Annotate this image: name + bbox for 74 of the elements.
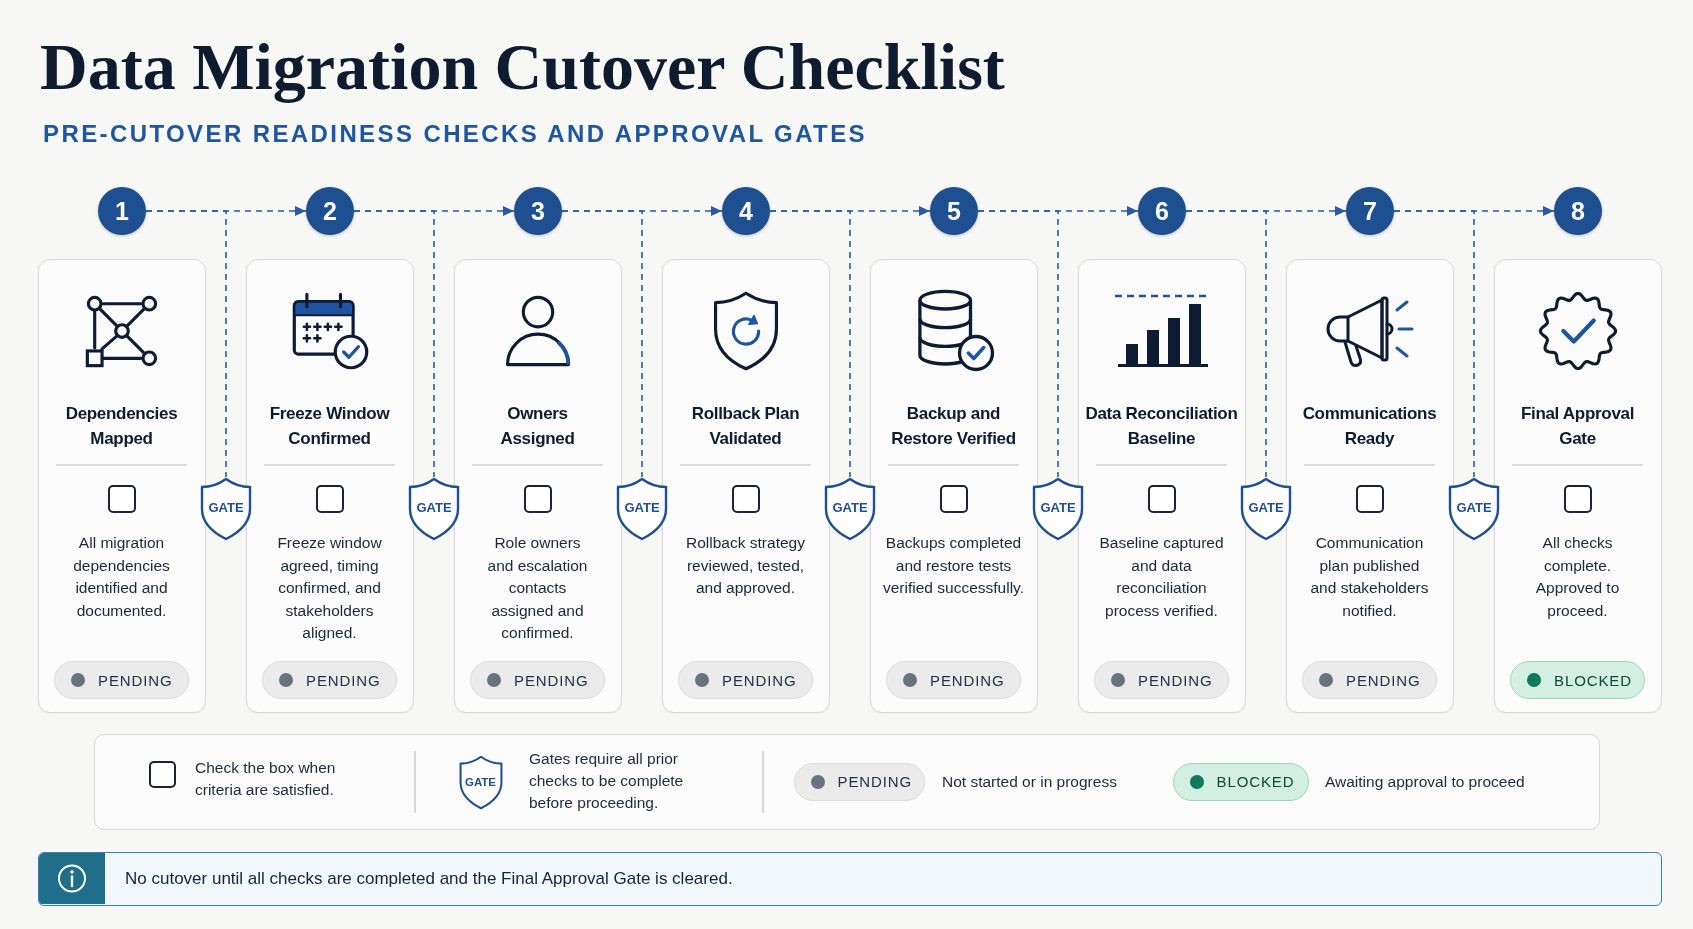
step-title: Owners Assigned — [499, 403, 576, 450]
dashed-line — [145, 210, 227, 478]
gate-shield: GATE — [1447, 477, 1501, 541]
step-card — [1286, 259, 1454, 713]
gate-shield: GATE — [457, 754, 504, 810]
gate-shield: GATE — [615, 477, 669, 541]
status-pill — [54, 661, 189, 699]
step-title: Dependencies Mapped — [64, 403, 179, 450]
step-number: 4 — [722, 187, 770, 235]
step-title: Backup and Restore Verified — [890, 403, 1017, 450]
status-label: PENDING — [306, 671, 381, 689]
step-number: 8 — [1554, 187, 1602, 235]
step-card — [38, 259, 206, 713]
status-pill — [1094, 661, 1229, 699]
status-pill — [470, 661, 605, 699]
step-number: 3 — [514, 187, 562, 235]
step-title: Final Approval Gate — [1519, 403, 1636, 450]
status-label: PENDING — [930, 671, 1005, 689]
step-description: Backups completed and restore tests verified successfully. — [882, 533, 1025, 598]
status-label: BLOCKED — [1554, 671, 1632, 689]
step-number: 1 — [98, 187, 146, 235]
dashed-line — [353, 210, 435, 478]
status-label: PENDING — [837, 773, 913, 790]
gate-shield: GATE — [1239, 477, 1293, 541]
dashed-line — [561, 210, 643, 478]
step-card — [1078, 259, 1246, 713]
step-description: Freeze window agreed, timing confirmed, and stakeholders aligned. — [276, 533, 383, 643]
step-card — [1494, 259, 1662, 713]
step-title: Freeze Window Confirmed — [268, 403, 391, 450]
legend-text: Gates require all prior checks to be complete before proceeding. — [529, 749, 685, 813]
dashed-line — [769, 210, 851, 478]
subtitle: PRE-CUTOVER READINESS CHECKS AND APPROVAL GATES — [43, 120, 867, 148]
status-label: PENDING — [98, 671, 173, 689]
step-title: Rollback Plan Validated — [690, 403, 801, 450]
step-number: 6 — [1138, 187, 1186, 235]
dashed-line — [1393, 210, 1475, 478]
status-pill — [1302, 661, 1437, 699]
status-pill — [1172, 762, 1309, 801]
status-label: BLOCKED — [1216, 773, 1295, 790]
step-description: Role owners and escalation contacts assigned and confirmed. — [486, 533, 589, 643]
note-text: No cutover until all checks are completed and the Final Approval Gate is cleared. — [125, 868, 733, 890]
step-number: 7 — [1346, 187, 1394, 235]
step-description: Communication plan published and stakeholders notified. — [1309, 533, 1430, 621]
step-title: Communications Ready — [1301, 403, 1438, 450]
step-description: All migration dependencies identified and documented. — [72, 533, 171, 621]
step-card — [246, 259, 414, 713]
legend-text: Awaiting approval to proceed — [1325, 772, 1526, 792]
dashed-line — [1185, 210, 1267, 478]
step-card — [662, 259, 830, 713]
title: Data Migration Cutover Checklist — [40, 32, 1005, 102]
legend-text: Check the box when criteria are satisfied. — [195, 758, 337, 800]
status-label: PENDING — [514, 671, 589, 689]
step-description: All checks complete. Approved to proceed. — [1534, 533, 1621, 621]
gate-shield: GATE — [407, 477, 461, 541]
status-label: PENDING — [1138, 671, 1213, 689]
dashed-line — [977, 210, 1059, 478]
step-title: Data Reconciliation Baseline — [1084, 403, 1239, 450]
info-banner — [38, 852, 1662, 906]
gate-shield: GATE — [823, 477, 877, 541]
status-pill — [886, 661, 1021, 699]
step-card — [454, 259, 622, 713]
step-number: 2 — [306, 187, 354, 235]
status-pill — [678, 661, 813, 699]
status-label: PENDING — [1346, 671, 1421, 689]
step-number: 5 — [930, 187, 978, 235]
gate-shield: GATE — [1031, 477, 1085, 541]
legend-text: Not started or in progress — [942, 772, 1118, 792]
gate-shield: GATE — [199, 477, 253, 541]
step-card — [870, 259, 1038, 713]
step-description: Baseline captured and data reconciliation process verified. — [1098, 533, 1225, 621]
status-pill — [1510, 661, 1645, 699]
step-description: Rollback strategy reviewed, tested, and approved. — [685, 533, 806, 598]
status-pill — [262, 661, 397, 699]
status-label: PENDING — [722, 671, 797, 689]
